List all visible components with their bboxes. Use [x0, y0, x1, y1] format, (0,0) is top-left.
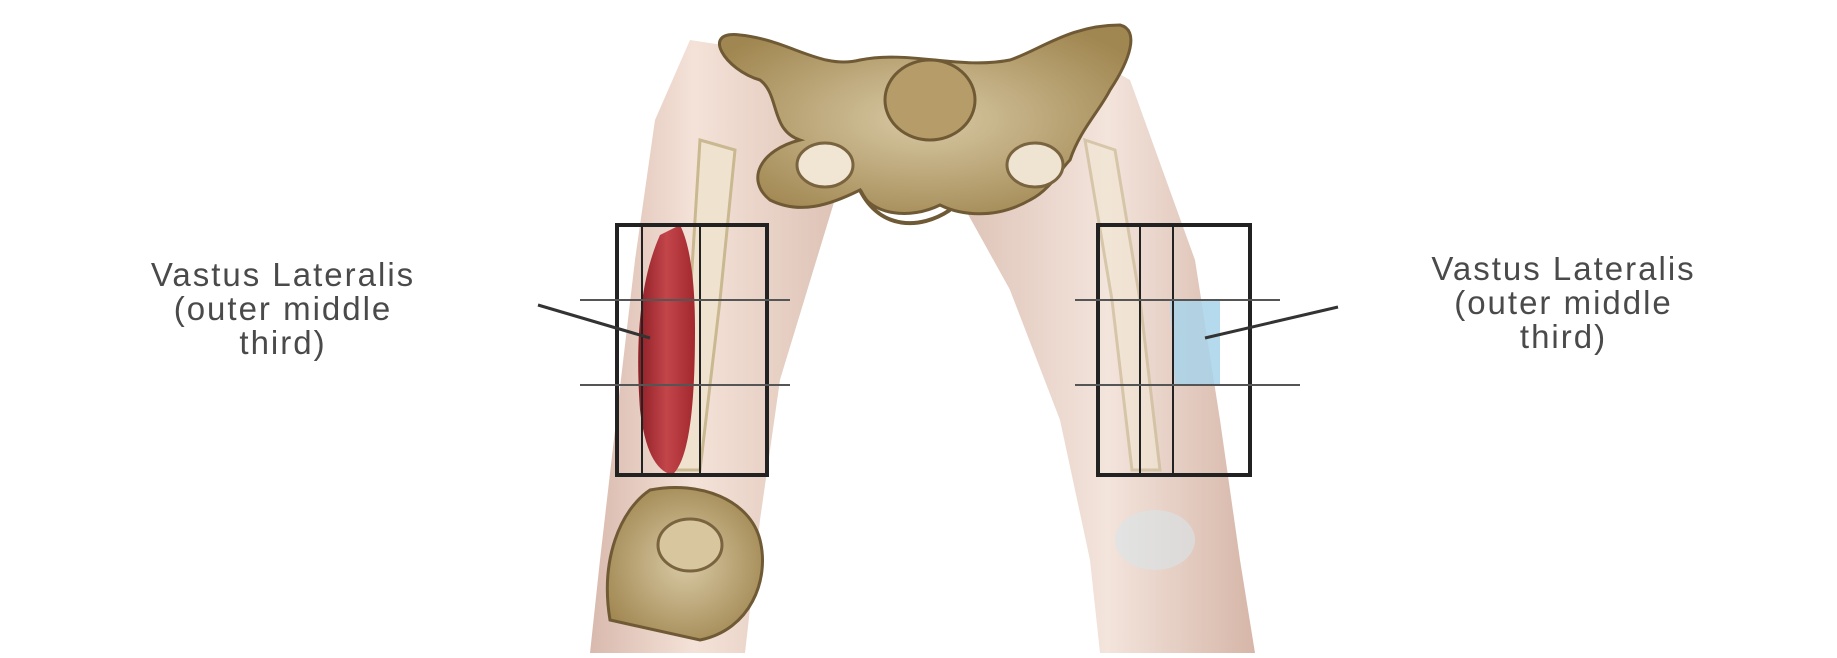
right-knee [1115, 510, 1195, 570]
left-label-line2: (outer middle [18, 292, 548, 326]
right-label-line1: Vastus Lateralis [1290, 252, 1837, 286]
right-muscle-label: Vastus Lateralis (outer middle third) [1290, 252, 1837, 354]
left-knee [607, 487, 762, 640]
right-label-line2: (outer middle [1290, 286, 1837, 320]
right-vastus-lateralis-muscle [1170, 300, 1220, 385]
right-label-line3: third) [1290, 320, 1837, 354]
left-label-line3: third) [18, 326, 548, 360]
left-label-line1: Vastus Lateralis [18, 258, 548, 292]
left-muscle-label: Vastus Lateralis (outer middle third) [18, 258, 548, 360]
